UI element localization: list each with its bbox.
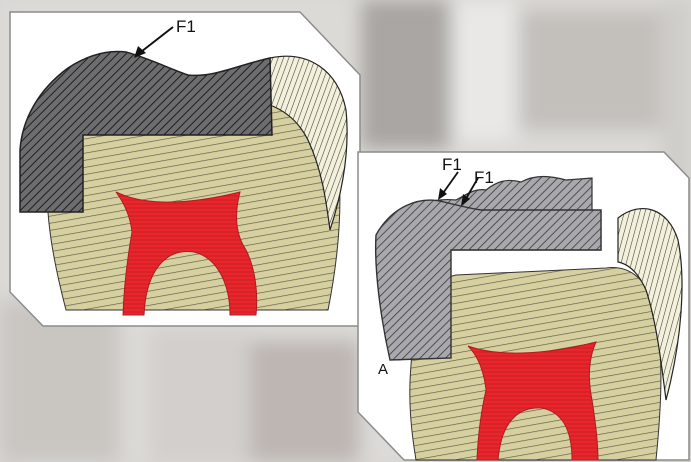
right-tooth-diagram: F1 F1 A [356, 150, 691, 462]
force-label-b: F1 [474, 168, 494, 187]
left-diagram-panel: F1 [8, 10, 363, 328]
force-label: F1 [176, 17, 196, 36]
right-diagram-panel: F1 F1 A [356, 150, 691, 462]
force-label-a: F1 [442, 155, 462, 174]
left-tooth-diagram: F1 [8, 10, 363, 328]
corner-label: A [378, 361, 388, 378]
